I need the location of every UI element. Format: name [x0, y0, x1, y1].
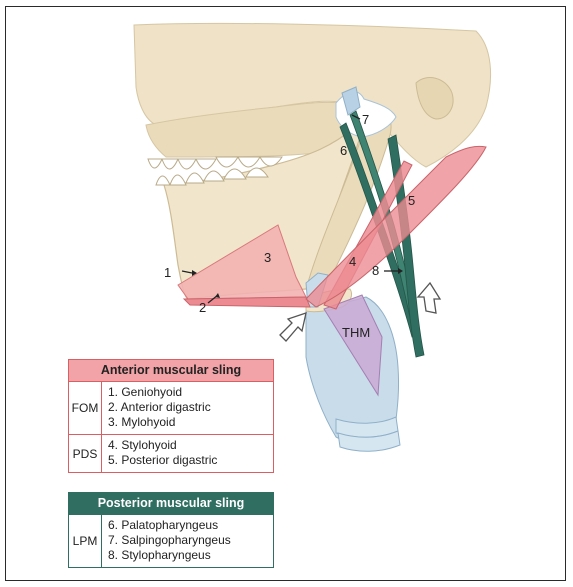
legend-row-lpm: LPM 6. Palatopharyngeus 7. Salpingophary… — [69, 515, 273, 567]
legend-list-fom: 1. Geniohyoid 2. Anterior digastric 3. M… — [102, 382, 217, 434]
legend-abbr-lpm: LPM — [69, 515, 102, 567]
legend-item-geniohyoid: 1. Geniohyoid — [108, 385, 211, 400]
legend-item-posterior-digastric: 5. Posterior digastric — [108, 453, 217, 468]
legend-anterior-sling: Anterior muscular sling FOM 1. Geniohyoi… — [68, 359, 274, 473]
legend-list-lpm: 6. Palatopharyngeus 7. Salpingopharyngeu… — [102, 515, 237, 567]
legend-posterior-title: Posterior muscular sling — [69, 493, 273, 515]
legend-item-stylopharyngeus: 8. Stylopharyngeus — [108, 548, 231, 563]
label-8: 8 — [372, 263, 379, 278]
arrow-posterior — [418, 283, 440, 313]
legend-item-salpingopharyngeus: 7. Salpingopharyngeus — [108, 533, 231, 548]
arrow-anterior — [280, 313, 306, 341]
legend-posterior-sling: Posterior muscular sling LPM 6. Palatoph… — [68, 492, 274, 568]
legend-abbr-fom: FOM — [69, 382, 102, 434]
label-3: 3 — [264, 250, 271, 265]
label-6: 6 — [340, 143, 347, 158]
legend-list-pds: 4. Stylohyoid 5. Posterior digastric — [102, 435, 223, 472]
legend-row-fom: FOM 1. Geniohyoid 2. Anterior digastric … — [69, 382, 273, 434]
legend-item-stylohyoid: 4. Stylohyoid — [108, 438, 217, 453]
legend-item-anterior-digastric: 2. Anterior digastric — [108, 400, 211, 415]
legend-anterior-title: Anterior muscular sling — [69, 360, 273, 382]
legend-item-palatopharyngeus: 6. Palatopharyngeus — [108, 518, 231, 533]
legend-item-mylohyoid: 3. Mylohyoid — [108, 415, 211, 430]
upper-teeth — [148, 157, 282, 169]
label-thm: THM — [342, 325, 370, 340]
label-5: 5 — [408, 193, 415, 208]
label-2: 2 — [199, 300, 206, 315]
label-7: 7 — [362, 112, 369, 127]
legend-abbr-pds: PDS — [69, 435, 102, 472]
legend-row-pds: PDS 4. Stylohyoid 5. Posterior digastric — [69, 434, 273, 472]
label-1: 1 — [164, 265, 171, 280]
label-4: 4 — [349, 254, 356, 269]
